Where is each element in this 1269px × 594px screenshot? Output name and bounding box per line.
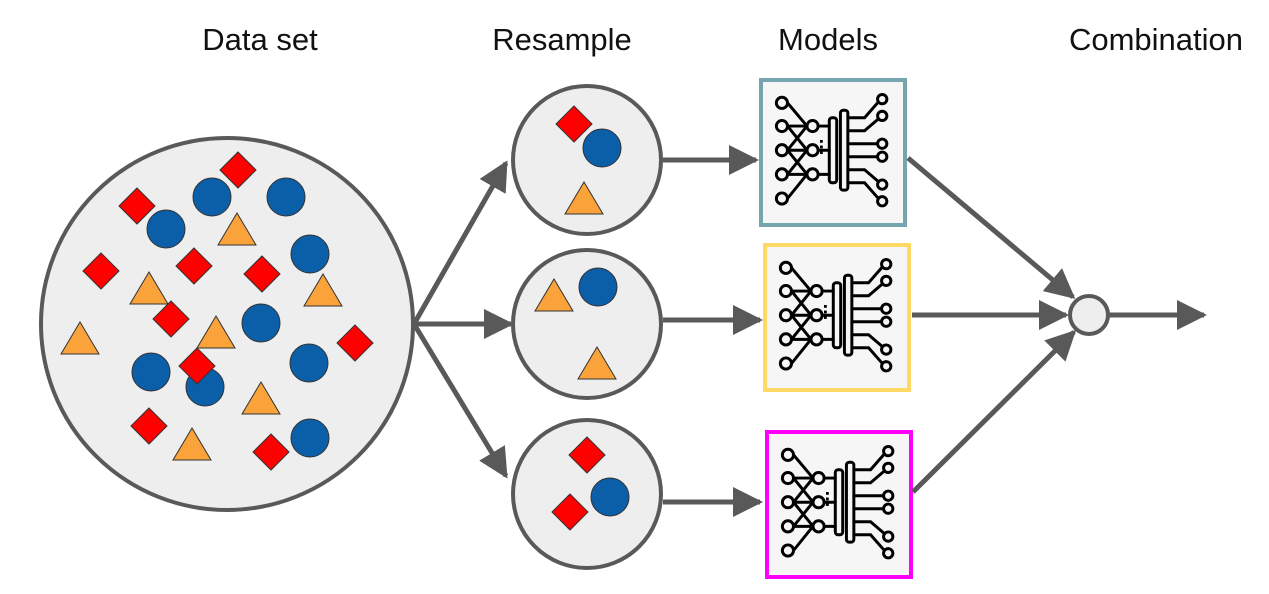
dataset-diamond [252,433,290,471]
dataset-title: Data set [202,22,318,57]
dataset-dot [192,177,232,217]
dataset-diamond [178,347,216,385]
dataset-diamond [152,300,190,338]
resample-dot [578,267,618,307]
dataset-diamond [82,252,120,290]
resample-dot [590,477,630,517]
dataset-dot [146,209,186,249]
resample-3 [511,418,663,570]
combination-title: Combination [1068,22,1244,57]
resample-title: Resample [492,22,632,57]
resample-triangle [564,181,604,215]
dataset-triangle [129,271,169,305]
resample-diamond [568,436,606,474]
dataset-circle [39,136,415,512]
arrow-model-1-to-combination [906,156,1076,299]
resample-diamond [555,105,593,143]
model-3 [765,430,913,579]
resample-triangle [534,278,574,312]
dataset-dot [131,352,171,392]
arrow-model-3-to-combination [911,329,1077,494]
dataset-triangle [172,427,212,461]
dataset-dot [290,234,330,274]
dataset-items [60,151,374,471]
models-title: Models [778,22,878,57]
dataset-dot [266,177,306,217]
resample-triangle [577,346,617,380]
dataset-diamond [336,324,374,362]
resample-dot [582,128,622,168]
combination-node-icon [1068,294,1110,336]
dataset-triangle [217,212,257,246]
dataset-diamond [175,247,213,285]
dataset-triangle [241,381,281,415]
dataset-dot [289,343,329,383]
resample-2 [511,248,663,400]
dataset-diamond [219,151,257,189]
arrow-dataset-to-resample-1 [411,160,509,326]
dataset-triangle [196,315,236,349]
resample-1 [511,84,663,236]
dataset-dot [290,418,330,458]
model-2 [763,243,911,392]
dataset-diamond [130,407,168,445]
dataset-dot [241,303,281,343]
dataset-triangle [303,273,343,307]
resample-diamond [551,493,589,531]
model-1 [759,78,907,227]
dataset-diamond [243,255,281,293]
dataset-diamond [118,187,156,225]
arrow-dataset-to-resample-3 [411,322,509,479]
dataset-triangle [60,321,100,355]
